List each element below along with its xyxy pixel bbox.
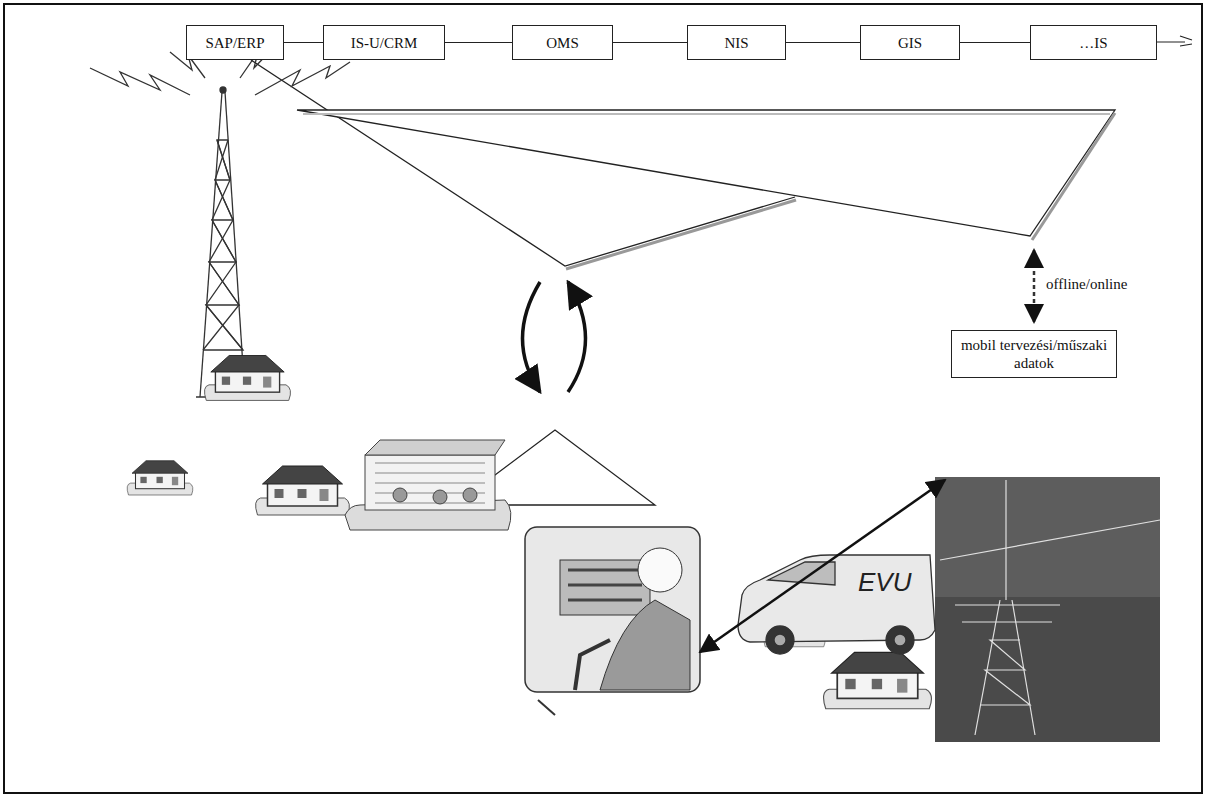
system-box: GIS: [860, 25, 960, 60]
system-link: [284, 42, 323, 43]
box-label: …IS: [1079, 34, 1107, 52]
system-box: SAP/ERP: [186, 25, 284, 60]
box-label: NIS: [724, 34, 748, 52]
box-label: mobil tervezési/műszaki adatok: [960, 336, 1108, 372]
box-label: GIS: [898, 34, 922, 52]
system-box: …IS: [1030, 25, 1157, 60]
box-label: OMS: [546, 34, 579, 52]
system-link: [960, 42, 1030, 43]
system-box: NIS: [687, 25, 786, 60]
data-box: mobil tervezési/műszaki adatok: [951, 330, 1117, 378]
box-label: IS-U/CRM: [351, 34, 418, 52]
box-label: SAP/ERP: [205, 34, 264, 52]
system-link: [445, 42, 512, 43]
vehicle-logo: EVU: [858, 567, 911, 598]
link-label: offline/online: [1046, 276, 1127, 293]
system-box: IS-U/CRM: [323, 25, 445, 60]
system-link: [786, 42, 860, 43]
system-link: [613, 42, 687, 43]
system-box: OMS: [512, 25, 613, 60]
